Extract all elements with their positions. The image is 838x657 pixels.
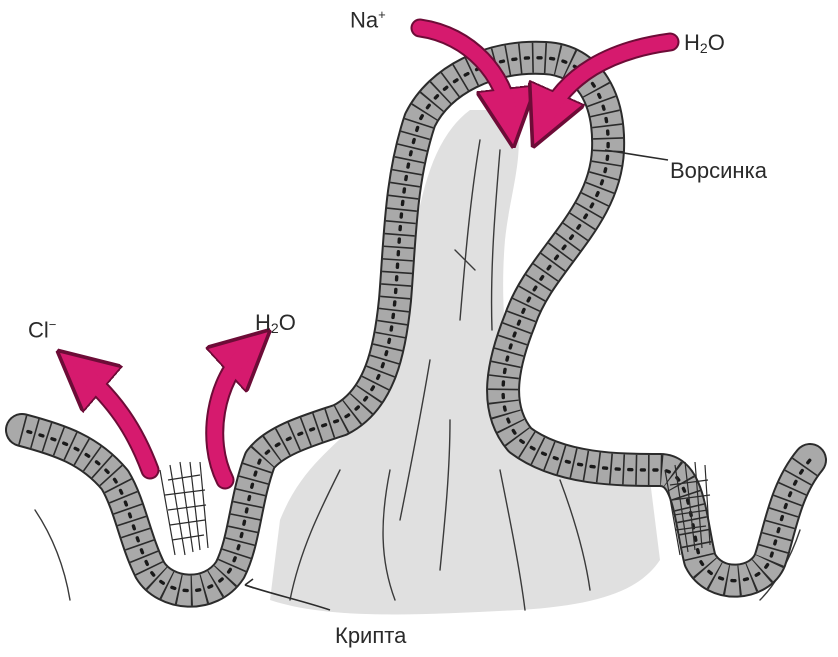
villus-label: Ворсинка xyxy=(670,160,767,182)
cl-label: Cl− xyxy=(28,318,56,341)
na-label: Na+ xyxy=(350,8,386,31)
crypt-label: Крипта xyxy=(335,625,406,647)
left-crypt-lumen xyxy=(160,462,208,555)
h2o-top-label: H2O xyxy=(684,32,725,55)
h2o-left-label: H2O xyxy=(255,312,296,335)
